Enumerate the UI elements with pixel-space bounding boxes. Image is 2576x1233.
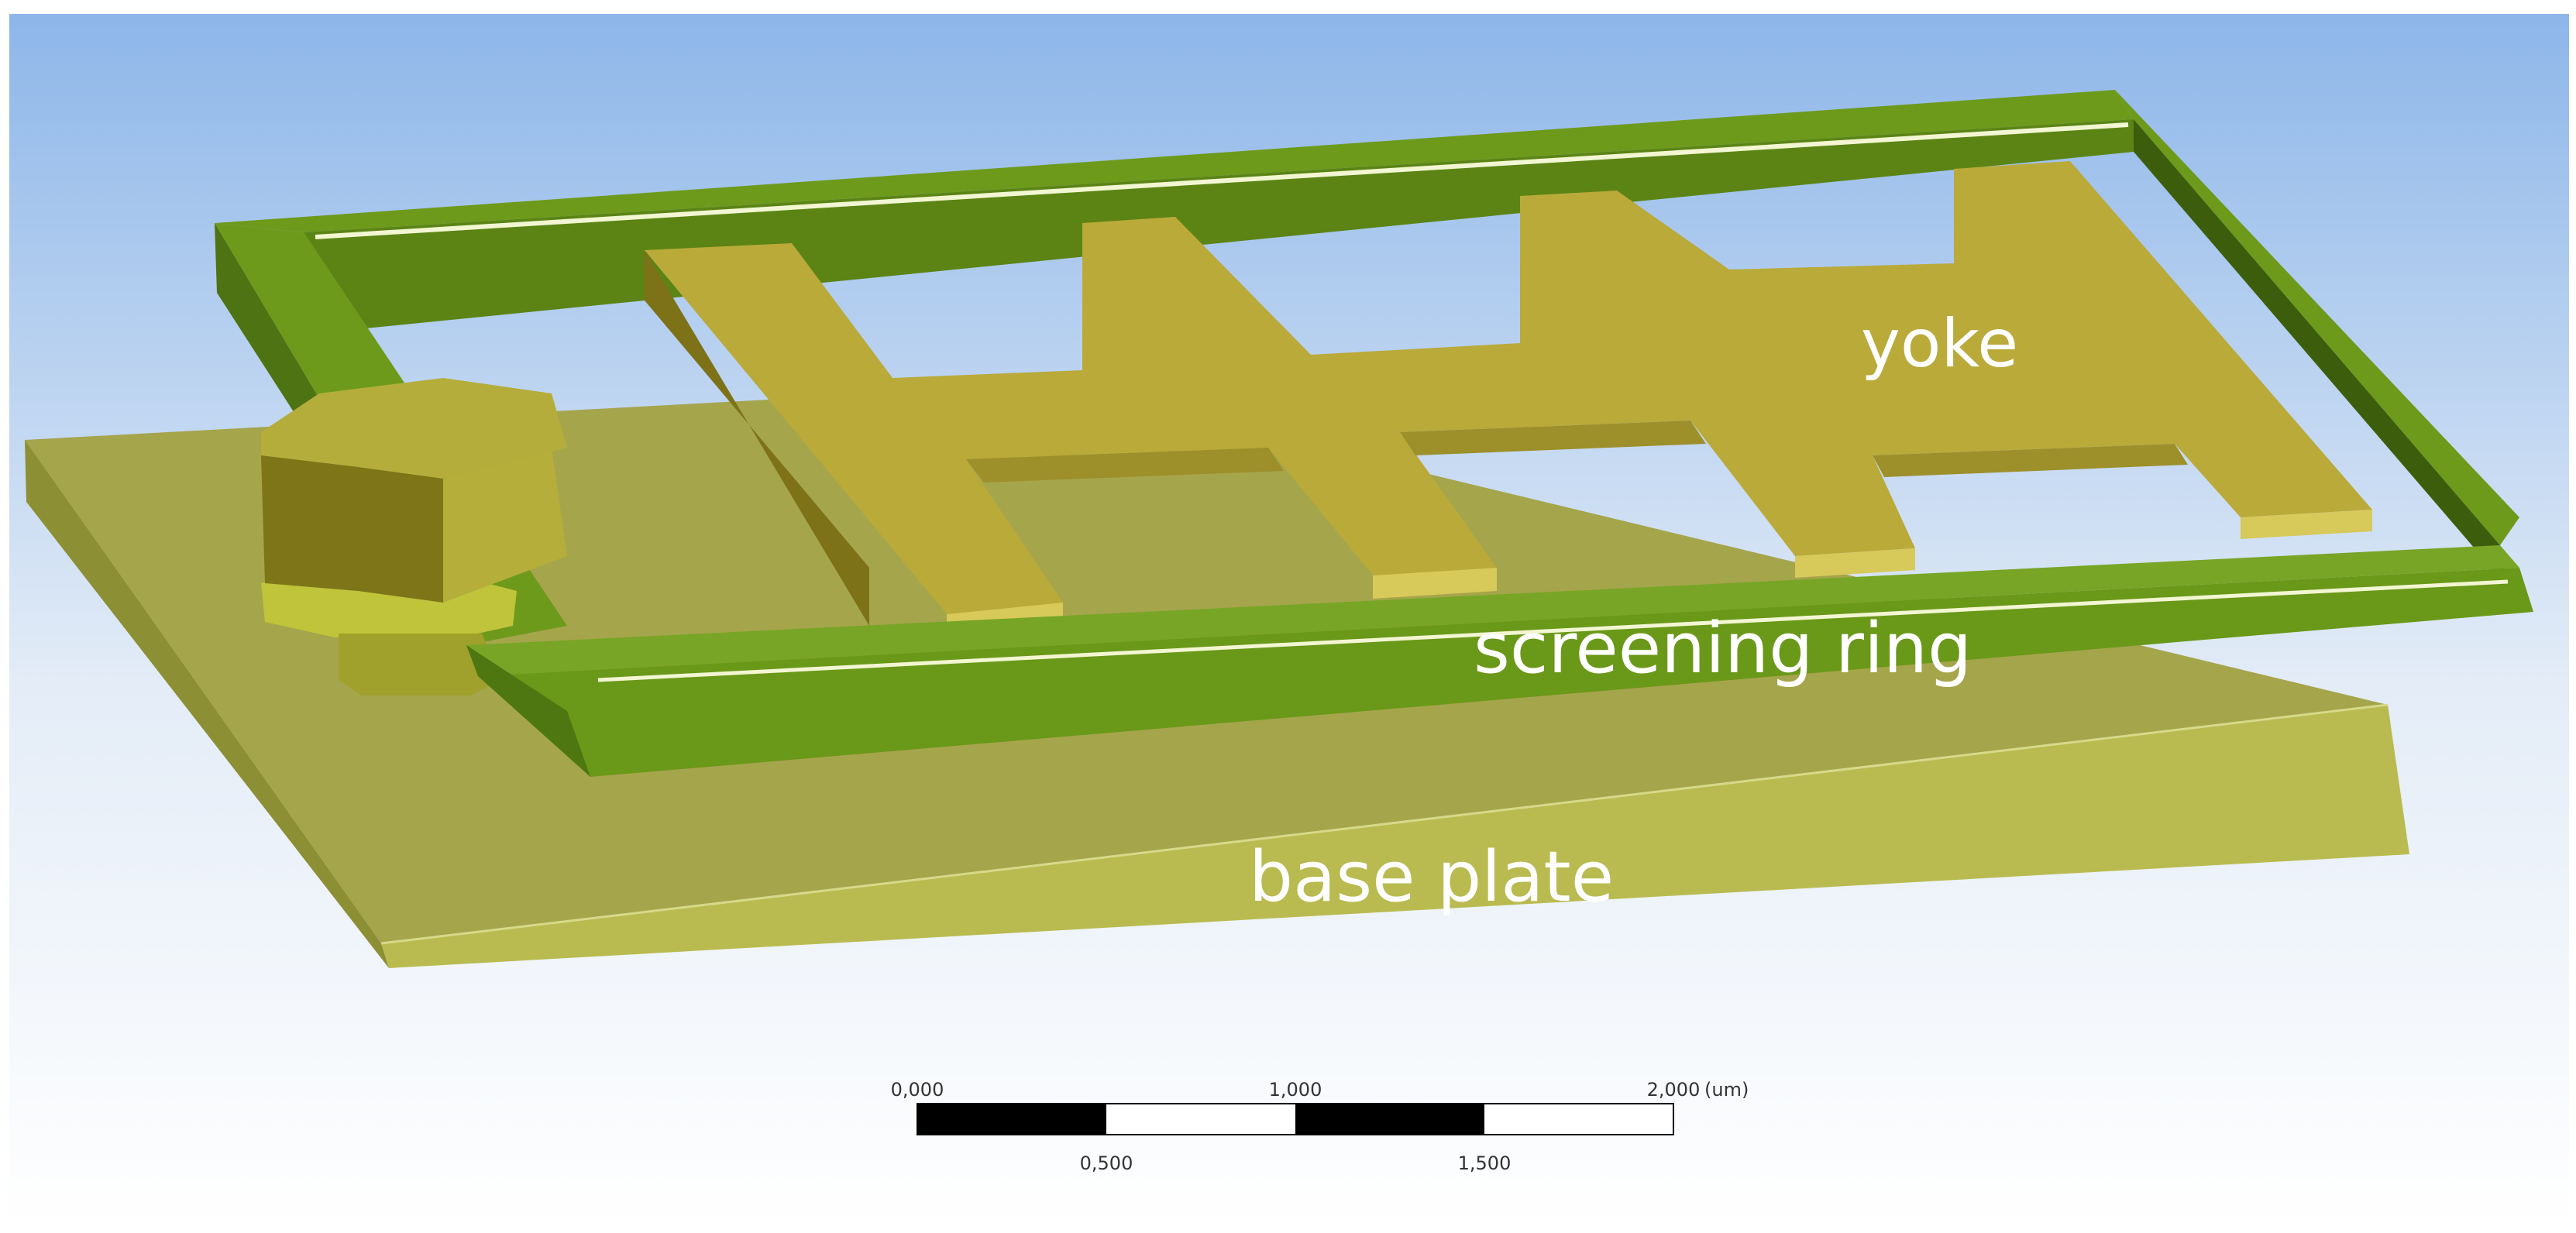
yoke-tooth-4-front [2241,510,2372,539]
screening-ring-right-outer [2134,119,2508,587]
screening-ring-back-top [215,90,2134,232]
yoke-slot-3-face [1873,444,2188,477]
yoke-tooth-2-front [1373,568,1497,599]
base-plate-left-face [25,440,389,968]
yoke[interactable] [645,161,2372,637]
screening-ring-front-left-face [466,645,590,777]
screening-ring-front-face [478,568,2533,777]
label-base-plate: base plate [1249,836,1614,918]
nut-top-face [261,378,567,479]
nut-front-face [261,455,443,603]
scale-tick-1500: 1,500 [1458,1152,1512,1174]
yoke-slot-1-face [966,448,1284,483]
model-view: yoke screening ring base plate 0,000 1,0… [9,14,2569,1225]
screening-ring-front[interactable] [466,545,2533,777]
scale-bar-segment-1 [917,1104,1106,1135]
scale-tick-0: 0,000 [891,1079,944,1101]
scale-tick-1000: 1,000 [1269,1079,1322,1101]
scale-tick-2000: 2,000 [1647,1079,1701,1101]
yoke-slot-2-face [1400,421,1706,455]
model-viewport[interactable]: yoke screening ring base plate 0,000 1,0… [9,14,2569,1225]
scale-bar-segment-3 [1295,1104,1484,1135]
screening-ring-back-highlight [315,122,2129,239]
nut-right-face [443,448,567,603]
nut-base [339,634,501,695]
label-screening-ring: screening ring [1474,608,1972,689]
yoke-top-face [645,161,2372,614]
screening-ring-right-top [2115,90,2519,545]
yoke-tooth-3-front [1795,548,1915,578]
base-plate-edge [380,703,2389,945]
bolt-nut[interactable] [261,378,567,695]
scale-unit: (um) [1704,1079,1749,1101]
yoke-left-arm-side [645,250,869,626]
label-yoke: yoke [1861,305,2018,383]
screening-ring-front-highlight [597,579,2509,682]
screening-ring-front-top [466,545,2519,676]
base-plate-front-face [381,705,2409,968]
scale-bar: 0,000 1,000 2,000 (um) 0,500 1,500 [891,1079,1749,1174]
scale-tick-500: 0,500 [1080,1152,1133,1174]
